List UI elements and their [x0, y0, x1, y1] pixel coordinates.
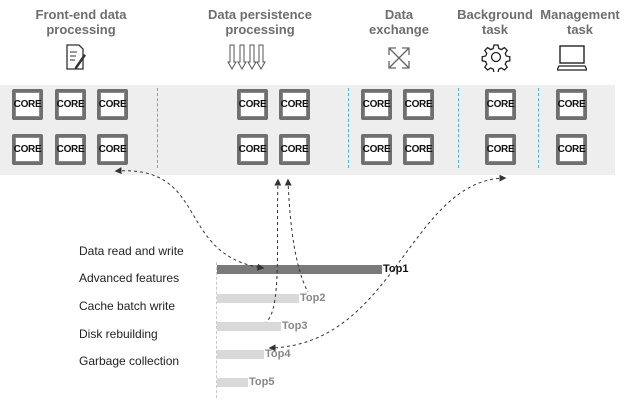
task-label-disk-rebuilding: Disk rebuilding: [79, 327, 158, 341]
core-label: CORE: [405, 92, 433, 117]
core-chip: CORE: [485, 89, 516, 120]
down-arrows-icon: [227, 44, 266, 71]
core-chip: CORE: [12, 134, 43, 165]
expand-arrows-icon: [388, 47, 410, 69]
arrow-persistence-to-disk-rebuilding: [265, 178, 282, 323]
category-title-frontend: Front-end data processing: [35, 7, 127, 37]
task-label-garbage-collection: Garbage collection: [79, 354, 180, 368]
core-chip: CORE: [556, 89, 587, 120]
core-label: CORE: [14, 92, 42, 117]
core-chip: CORE: [55, 134, 86, 165]
core-chip: CORE: [97, 134, 128, 165]
core-label: CORE: [99, 137, 127, 162]
ranking-axis: [216, 262, 217, 398]
category-title-management: Management task: [540, 7, 620, 37]
arrow-frontend-to-read-write: [114, 167, 265, 271]
core-label: CORE: [14, 137, 42, 162]
gear-icon: [481, 44, 511, 72]
core-label: CORE: [558, 92, 586, 117]
core-chip: CORE: [55, 89, 86, 120]
core-chip: CORE: [97, 89, 128, 120]
category-title-background: Background task: [457, 7, 533, 37]
core-chip: CORE: [361, 89, 392, 120]
core-chip: CORE: [485, 134, 516, 165]
arrow-background-to-garbage-collection: [268, 174, 507, 352]
core-chip: CORE: [403, 134, 434, 165]
core-label: CORE: [405, 137, 433, 162]
core-chip: CORE: [237, 134, 268, 165]
core-chip: CORE: [279, 134, 310, 165]
category-title-persistence: Data persistence processing: [207, 7, 313, 37]
arrow-persistence-to-cache-write: [284, 178, 309, 293]
core-label: CORE: [281, 92, 309, 117]
task-label-advanced-features: Advanced features: [79, 271, 180, 285]
core-label: CORE: [558, 137, 586, 162]
core-label: CORE: [363, 92, 391, 117]
core-chip: CORE: [403, 89, 434, 120]
core-label: CORE: [57, 137, 85, 162]
core-label: CORE: [281, 137, 309, 162]
priority-bar: [217, 322, 281, 331]
core-label: CORE: [239, 137, 267, 162]
task-label-cache-batch-write: Cache batch write: [79, 299, 176, 313]
core-label: CORE: [99, 92, 127, 117]
core-chip: CORE: [361, 134, 392, 165]
group-separator: [348, 88, 349, 168]
core-chip: CORE: [12, 89, 43, 120]
core-label: CORE: [239, 92, 267, 117]
core-chip: CORE: [279, 89, 310, 120]
core-label: CORE: [57, 92, 85, 117]
core-chip: CORE: [237, 89, 268, 120]
group-separator: [538, 88, 539, 168]
rank-label: Top5: [249, 376, 275, 388]
priority-bar: [217, 350, 264, 359]
core-label: CORE: [363, 137, 391, 162]
category-title-exchange: Data exchange: [369, 7, 429, 37]
group-separator: [157, 88, 158, 168]
core-chip: CORE: [556, 134, 587, 165]
group-separator: [458, 88, 459, 168]
priority-bar: [217, 294, 299, 303]
core-label: CORE: [487, 137, 515, 162]
computer-monitor-icon: [557, 45, 587, 71]
priority-bar: [217, 378, 248, 387]
core-label: CORE: [487, 92, 515, 117]
document-pen-icon: [66, 44, 86, 70]
